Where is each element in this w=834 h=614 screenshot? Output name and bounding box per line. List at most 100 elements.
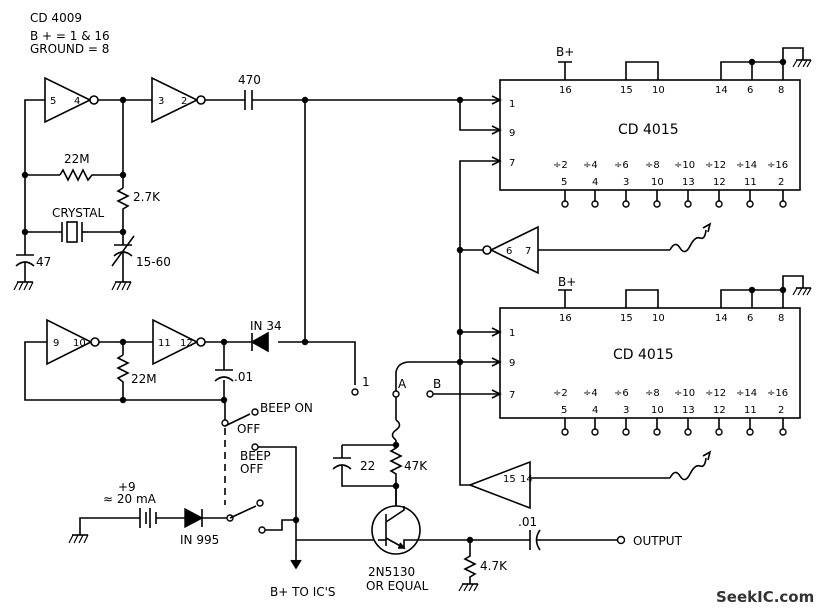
label-22m-b: 22M [131,372,157,386]
label-in34: IN 34 [250,319,282,333]
u-div8: ÷8 [645,160,660,171]
u-out11: 11 [744,177,757,188]
resistor-22m-b: 22M [116,354,157,386]
l-out11: 11 [744,405,757,416]
l-pin9: 9 [509,358,515,369]
ic-upper: CD 4015 1 9 7 16 15 10 14 6 8 ÷2 ÷4 ÷6 ÷… [499,79,801,191]
transistor-circuit: 22 47K 2N5130 OR EQUAL [296,397,470,593]
g6-pin-a: 15 [503,474,516,485]
capacitor-01-b: .01 [470,515,617,551]
resistor-4k7: 4.7K [458,540,508,592]
u-div12: ÷12 [705,160,726,171]
label-01a: .01 [234,370,253,384]
u-pin16: 16 [559,85,572,96]
l-div16: ÷16 [767,388,788,399]
l-pin15: 15 [620,313,633,324]
label-15-60: 15-60 [136,255,171,269]
label-jp1: 1 [362,375,370,389]
u-pin1: 1 [509,99,515,110]
u-pin14: 14 [715,85,728,96]
label-2k7: 2.7K [133,190,161,204]
beep-switch[interactable]: BEEP ON OFF BEEP OFF [221,401,313,534]
u-pin10: 10 [652,85,665,96]
u-pin15: 15 [620,85,633,96]
label-jb: B [433,377,441,391]
oscillator-wiring [24,99,245,255]
inverter-g1: 5 4 [44,76,99,124]
l-pin7: 7 [509,390,515,401]
g2-pin-out: 2 [181,96,187,107]
u-out5: 5 [561,177,567,188]
u-pin6: 6 [747,85,753,96]
ic-lower: CD 4015 1 9 7 16 15 10 14 6 8 ÷2 ÷4 ÷6 ÷… [499,307,801,419]
g1-pin-out: 4 [74,96,80,107]
l-div2: ÷2 [553,388,568,399]
label-bplus-lower: B+ [558,275,576,289]
g4-pin-out: 12 [180,338,193,349]
g2-pin-in: 3 [158,96,164,107]
l-pin14: 14 [715,313,728,324]
l-out4: 4 [592,405,598,416]
resistor-2k7: 2.7K [116,187,161,212]
u-out10: 10 [651,177,664,188]
header-chip: CD 4009 [30,11,82,25]
diode-in34: IN 34 [250,319,282,353]
inverter-g3: 9 10 [46,318,100,366]
u-out12: 12 [713,177,726,188]
label-beep-off-1: BEEP [240,449,271,463]
l-div12: ÷12 [705,388,726,399]
l-out12: 12 [713,405,726,416]
u-div6: ÷6 [614,160,629,171]
l-div8: ÷8 [645,388,660,399]
u-div4: ÷4 [583,160,598,171]
u-out3: 3 [623,177,629,188]
capacitor-470: 470 [238,73,261,110]
ground-symbol-upper-ic [792,59,812,68]
reset-bus [459,160,500,362]
l-div6: ÷6 [614,388,629,399]
l-pin16: 16 [559,313,572,324]
ic-upper-name: CD 4015 [618,122,679,138]
label-or-equal: OR EQUAL [366,579,429,593]
label-output: OUTPUT [633,534,683,548]
l-pin10: 10 [652,313,665,324]
upper-outputs [561,190,787,208]
output-terminal[interactable]: OUTPUT [616,534,683,548]
label-battery: +9 [118,480,136,494]
header-ground: GROUND = 8 [30,42,109,56]
label-470: 470 [238,73,261,87]
label-off: OFF [237,422,260,436]
label-4k7: 4.7K [480,559,508,573]
capacitor-01-a: .01 [214,369,253,384]
label-b-to-ics: B+ TO IC'S [270,585,336,599]
l-out10: 10 [651,405,664,416]
g4-pin-in: 11 [158,338,171,349]
label-47k: 47K [404,459,428,473]
crystal: CRYSTAL [52,206,105,243]
l-pin8: 8 [778,313,784,324]
ic-lower-name: CD 4015 [613,347,674,363]
label-beep-on: BEEP ON [260,401,313,415]
trimmer-capacitor: 15-60 [111,235,171,282]
lower-outputs [561,418,787,436]
diode-in995: IN 995 [180,507,227,547]
u-div10: ÷10 [674,160,695,171]
label-current: ≈ 20 mA [103,492,157,506]
label-beep-off-2: OFF [240,462,263,476]
inverter-g2: 3 2 [151,76,206,124]
header-supply: B + = 1 & 16 [30,29,110,43]
label-22m-a: 22M [64,152,90,166]
ground-symbol-battery [68,534,89,544]
jumper-b: B [426,377,500,398]
inverter-g5: 6 7 [460,222,712,275]
g5-pin-a: 6 [506,246,512,257]
u-div16: ÷16 [767,160,788,171]
jumper-1: 1 [305,341,370,396]
bplus-to-ics: B+ TO IC'S [270,520,336,599]
resistor-22m-a: 22M [59,152,95,182]
inverter-g6: 15 14 [459,362,712,510]
pin9-link [459,100,500,131]
label-01b: .01 [518,515,537,529]
ground-symbol-2 [111,281,132,291]
